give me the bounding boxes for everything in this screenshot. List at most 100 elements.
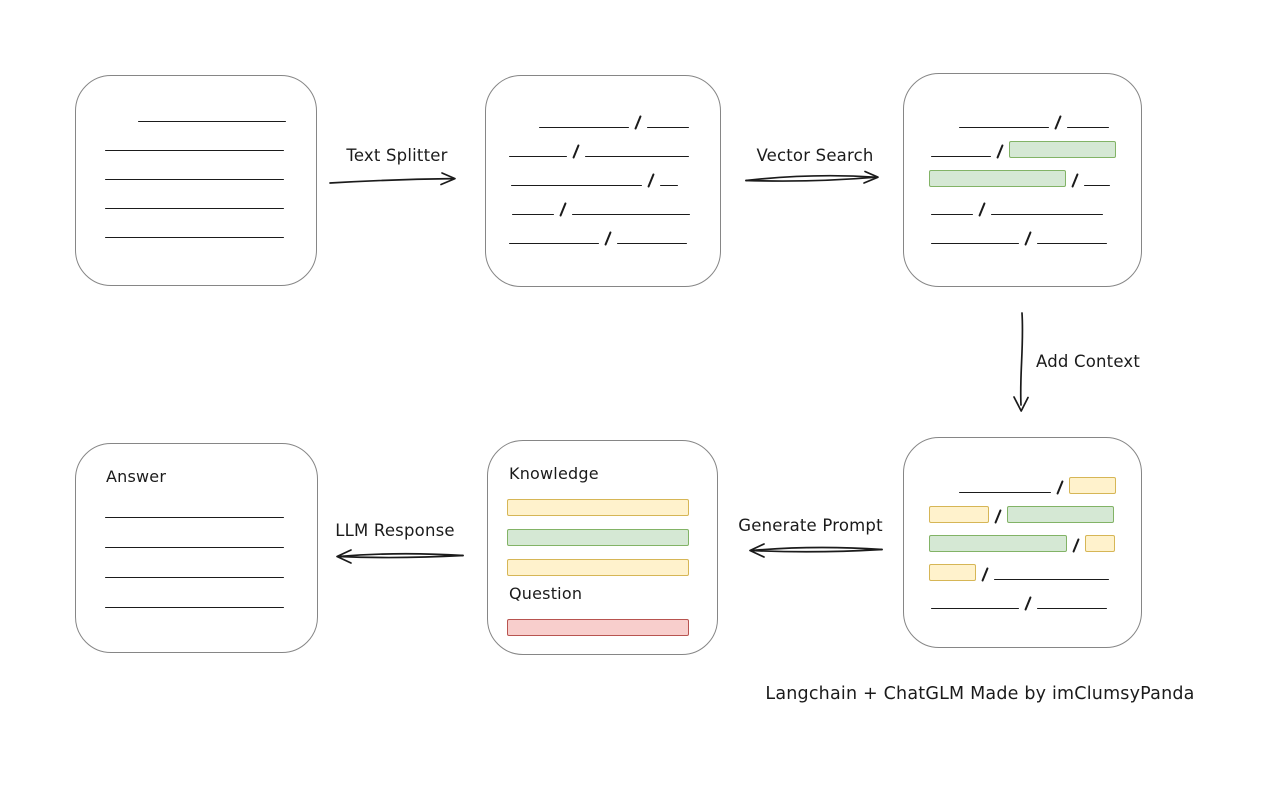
panel-row: [76, 180, 316, 209]
text-line: [105, 237, 284, 238]
slash-separator: [1024, 596, 1032, 611]
text-line: [931, 608, 1019, 609]
label-generate-prompt: Generate Prompt: [738, 516, 883, 535]
panel-row: Knowledge: [488, 455, 717, 485]
panel-split-chunks: [485, 75, 721, 287]
text-line: [660, 185, 678, 186]
text-line: [1037, 243, 1107, 244]
spacer: [76, 607, 105, 608]
panel-source-document: [75, 75, 317, 286]
panel-row: Answer: [76, 458, 317, 488]
panel-row: [76, 209, 316, 238]
text-line: [1037, 608, 1107, 609]
yellow-highlight-bar: [1069, 477, 1116, 494]
context-added-lines: [904, 438, 1141, 611]
panel-row: [76, 578, 317, 608]
text-line: [959, 492, 1051, 493]
green-highlight-bar: [1009, 141, 1116, 158]
panel-row: [488, 605, 717, 636]
panel-row: [904, 551, 1141, 582]
spacer: [904, 608, 931, 609]
text-line: [512, 214, 554, 215]
panel-row: [488, 545, 717, 576]
slash-separator: [604, 231, 612, 246]
panel-row: [904, 99, 1141, 130]
text-line: [539, 127, 629, 128]
panel-row: [904, 493, 1141, 524]
panel-row: [904, 464, 1141, 495]
panel-row: [76, 122, 316, 151]
text-line: [105, 577, 284, 578]
green-highlight-bar: [1007, 506, 1114, 523]
arrow-vector-search-right-icon: [745, 170, 879, 184]
text-line: [511, 185, 642, 186]
yellow-highlight-bar: [929, 506, 989, 523]
text-line: [931, 243, 1019, 244]
arrow-add-context-down-icon: [1013, 312, 1029, 412]
document-lines: [76, 76, 316, 238]
text-line: [1067, 127, 1109, 128]
panel-label: Answer: [106, 467, 167, 486]
red-highlight-bar: [507, 619, 689, 636]
text-line: [105, 208, 284, 209]
label-vector-search: Vector Search: [756, 146, 874, 165]
green-highlight-bar: [929, 170, 1066, 187]
panel-row: [486, 99, 720, 130]
label-llm-response: LLM Response: [335, 521, 455, 540]
text-line: [105, 179, 284, 180]
arrow-llm-response-left-icon: [336, 549, 464, 564]
text-line: [509, 156, 567, 157]
split-chunk-lines: [486, 76, 720, 246]
spacer: [904, 243, 931, 244]
answer-content: Answer: [76, 444, 317, 608]
slash-separator: [1024, 231, 1032, 246]
panel-row: [76, 151, 316, 180]
vector-matched-lines: [904, 74, 1141, 246]
panel-row: [904, 128, 1141, 159]
panel-row: [904, 215, 1141, 246]
text-line: [647, 127, 689, 128]
panel-answer: Answer: [75, 443, 318, 653]
label-text-splitter: Text Splitter: [346, 146, 448, 165]
text-line: [959, 127, 1049, 128]
text-line: [585, 156, 689, 157]
text-line: [1084, 185, 1110, 186]
text-line: [994, 579, 1109, 580]
yellow-highlight-bar: [1085, 535, 1115, 552]
text-line: [509, 243, 599, 244]
green-highlight-bar: [507, 529, 689, 546]
panel-row: [486, 186, 720, 217]
green-highlight-bar: [929, 535, 1067, 552]
panel-context-added-chunks: [903, 437, 1142, 648]
text-line: [105, 547, 284, 548]
panel-row: [488, 515, 717, 546]
panel-row: [486, 215, 720, 246]
yellow-highlight-bar: [507, 499, 689, 516]
panel-row: [904, 157, 1141, 188]
spacer: [488, 634, 507, 635]
panel-row: [76, 548, 317, 578]
panel-row: [904, 580, 1141, 611]
panel-row: [904, 522, 1141, 553]
text-line: [105, 607, 284, 608]
text-line: [931, 214, 973, 215]
panel-row: [486, 157, 720, 188]
panel-vector-matched-chunks: [903, 73, 1142, 287]
spacer: [76, 237, 105, 238]
spacer: [486, 243, 509, 244]
text-line: [617, 243, 687, 244]
text-line: [138, 121, 286, 122]
text-line: [105, 517, 284, 518]
panel-row: [76, 488, 317, 518]
panel-row: [76, 93, 316, 122]
panel-row: [486, 128, 720, 159]
arrow-generate-prompt-left-icon: [749, 543, 883, 558]
yellow-highlight-bar: [507, 559, 689, 576]
panel-row: [904, 186, 1141, 217]
panel-label: Knowledge: [509, 464, 599, 483]
panel-row: [76, 518, 317, 548]
yellow-highlight-bar: [929, 564, 976, 581]
